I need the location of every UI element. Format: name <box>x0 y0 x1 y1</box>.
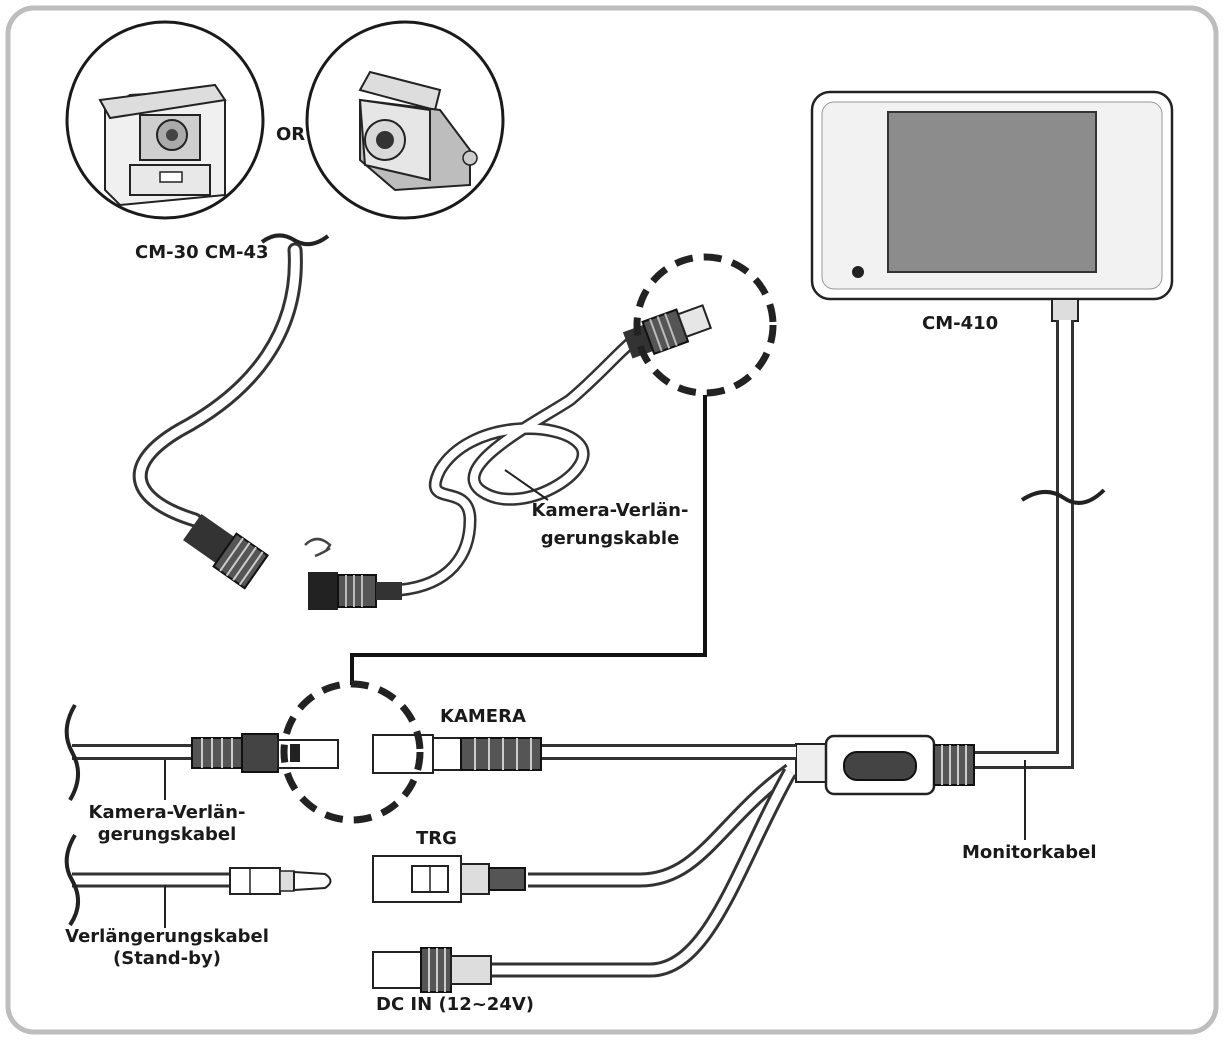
left-extension-label-line2: gerungskabel <box>97 824 237 845</box>
standby-label: Verlängerungskabel (Stand-by) <box>62 926 272 970</box>
extension-cable-label-line2: gerungskable <box>540 528 680 549</box>
extension-male-connector <box>622 304 713 359</box>
monitorkabel-label: Monitorkabel <box>962 842 1097 863</box>
connector-plug-icon <box>183 513 269 590</box>
dcin-connector <box>372 947 492 993</box>
monitor-model-label: CM-410 <box>922 313 999 334</box>
standby-label-line1: Verlängerungskabel <box>65 926 269 947</box>
monitor-cm410-icon <box>810 90 1174 322</box>
camera-cable <box>132 242 303 528</box>
trg-label: TRG <box>416 828 457 849</box>
rotate-arrow-icon <box>304 537 332 558</box>
cable-break-brace <box>64 833 80 927</box>
zoom-circle-icon <box>280 680 424 824</box>
camera-models-label: CM-30 CM-43 <box>135 242 269 263</box>
dcin-label: DC IN (12~24V) <box>376 994 535 1015</box>
zoom-circle-icon <box>633 253 777 397</box>
kamera-connector <box>372 734 542 774</box>
or-label: OR <box>276 124 306 145</box>
left-extension-label-line1: Kamera-Verlän- <box>88 802 246 823</box>
extension-cable-label: Kamera-Verlän- gerungskable <box>530 500 690 550</box>
cable-break-brace <box>64 703 80 802</box>
dcin-cable <box>490 768 797 978</box>
zoom-leader-line <box>350 395 707 685</box>
standby-label-line2: (Stand-by) <box>113 948 221 969</box>
extension-female-connector <box>308 572 402 610</box>
monitor-cable <box>940 320 1074 769</box>
camera-cm43-icon <box>305 20 505 220</box>
trg-cable <box>528 763 795 888</box>
left-extension-label: Kamera-Verlän- gerungskabel <box>82 802 252 846</box>
splitter-body <box>795 734 975 796</box>
camera-cm30-icon <box>65 20 265 220</box>
extension-cable-label-line1: Kamera-Verlän- <box>531 500 689 521</box>
left-extension-connector <box>191 733 339 773</box>
trg-connector <box>372 855 526 903</box>
extension-cable-coil <box>393 328 647 597</box>
cable-break-tilde <box>260 233 330 247</box>
cable-break-tilde <box>1020 488 1106 505</box>
standby-connector <box>229 867 332 895</box>
kamera-label: KAMERA <box>440 706 526 727</box>
